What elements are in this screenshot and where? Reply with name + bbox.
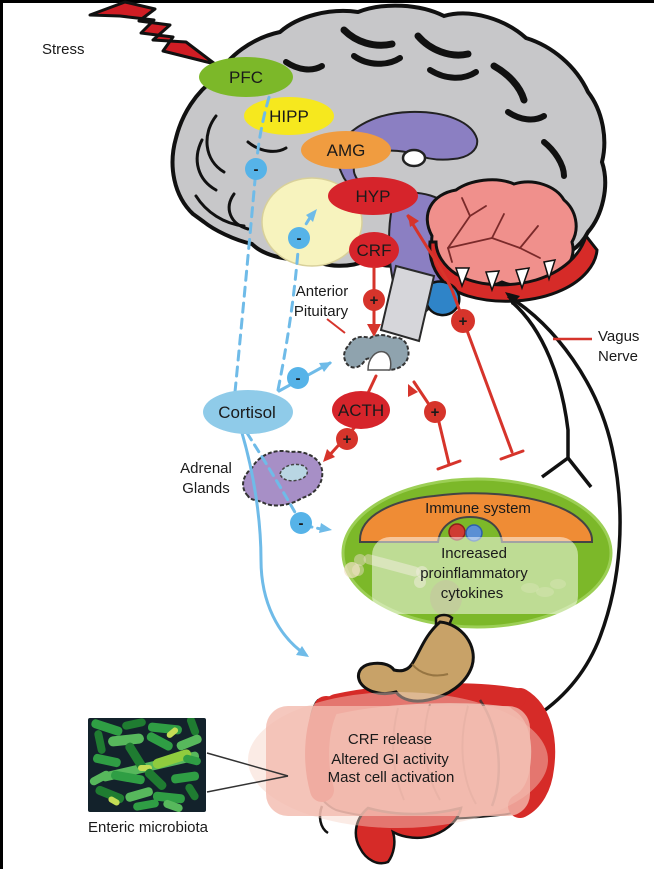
pituitary-group: Anterior Pituitary (294, 283, 410, 371)
arrowhead-feedback-hyp (306, 209, 317, 222)
minus-badge-hyp (288, 227, 310, 249)
node-crf (349, 232, 399, 268)
tbar-cytokines-immune (436, 459, 462, 471)
node-hyp-label: HYP (356, 187, 391, 206)
vagus-branch-curve (510, 300, 570, 458)
microbiota-micrograph (88, 718, 206, 812)
minus-badge-immune (290, 512, 312, 534)
arrowhead-acth-adrenal (323, 449, 335, 462)
plus-sign: + (370, 292, 379, 309)
frame-border-top (0, 0, 654, 3)
adrenal-label-line1: Adrenal (180, 460, 232, 477)
cytokines-line1: Increased (441, 545, 507, 562)
brain-illustration (170, 3, 608, 343)
minus-sign: - (254, 161, 259, 178)
tbar-vagus-immune (499, 449, 525, 461)
minus-sign: - (299, 515, 304, 532)
node-cortisol (203, 390, 293, 434)
vagus-afferent-curve (507, 294, 622, 721)
frame-border-left (0, 0, 3, 869)
vagus-efferent-red-line (406, 214, 514, 454)
arrowhead-vagus-hyp (408, 214, 419, 227)
arrowhead-cortisol-gut (296, 646, 309, 657)
node-amg (301, 131, 391, 169)
plus-badge-vagus (451, 309, 475, 333)
vagus-branch-prong-right (566, 456, 593, 489)
arrow-cytokines-to-pituitary (412, 380, 451, 466)
stress-group: Stress (42, 0, 217, 66)
immune-orange-arch (359, 492, 593, 543)
minus-badge-hipp (245, 158, 267, 180)
plus-badge-crf (363, 289, 385, 311)
plus-badges: + + + + (336, 289, 475, 450)
cortisol-feedback-pathways (233, 92, 332, 657)
stress-label: Stress (42, 41, 85, 58)
minus-sign: - (296, 370, 301, 387)
node-acth-label: ACTH (338, 401, 384, 420)
arrowhead-feedback-pituitary (319, 362, 332, 372)
node-amg-label: AMG (327, 141, 366, 160)
plus-sign: + (431, 404, 440, 421)
minus-badge-pituitary (287, 367, 309, 389)
plus-badge-acth (336, 428, 358, 450)
arrowhead-feedback-immune (319, 523, 332, 533)
adrenal-medulla (279, 463, 309, 482)
vagus-branch-prong-left (540, 456, 570, 479)
feedback-dashed-to-hyp-lower (276, 236, 301, 392)
feedback-dashed-to-hipp-lower (233, 167, 258, 394)
anterior-pituitary-label-line2: Pituitary (294, 303, 349, 320)
adrenal-group: Adrenal Glands (180, 450, 324, 507)
fornix-marker (401, 148, 427, 168)
hpa-red-pathways (323, 214, 525, 471)
red-band-teeth (454, 259, 557, 293)
pituitary-pointer-line (326, 318, 346, 334)
node-pfc-label: PFC (229, 68, 263, 87)
plus-sign: + (459, 313, 468, 330)
node-hipp-label: HIPP (269, 107, 309, 126)
immune-system-group: Immune system Increased proinflammatory … (341, 477, 613, 629)
brain-region-nodes: PFC HIPP AMG HYP CRF (199, 57, 418, 268)
microbiota-label: Enteric microbiota (88, 819, 209, 836)
vagus-label-line2: Nerve (598, 348, 638, 365)
gut-effect-line2: Altered GI activity (331, 751, 449, 768)
enteric-microbiota-group: Enteric microbiota (88, 718, 289, 836)
stomach (356, 620, 475, 703)
adrenal-label-line2: Glands (182, 480, 230, 497)
minus-sign: - (297, 230, 302, 247)
vagus-label-line1: Vagus (598, 328, 639, 345)
cytokines-line3: cytokines (441, 585, 504, 602)
vagus-arrowhead-brain (505, 292, 520, 305)
stomach-fold (411, 663, 449, 677)
node-pfc (199, 57, 293, 97)
minus-badges: - - - - (245, 158, 312, 534)
gut-group: CRF release Altered GI activity Mast cel… (248, 613, 556, 865)
plus-sign: + (343, 431, 352, 448)
plus-badge-cytokines (424, 401, 446, 423)
arrowhead-crf-pituitary (367, 324, 381, 337)
cortisol-to-gut-curve (240, 431, 308, 657)
lightning-bolt-icon (88, 0, 217, 66)
gut-effect-line1: CRF release (348, 731, 432, 748)
microbiota-callout-line-upper (206, 752, 289, 777)
gut-effect-line3: Mast cell activation (328, 769, 455, 786)
immune-title: Immune system (425, 500, 531, 517)
cytokines-overlay (372, 537, 578, 614)
brainstem-red-band (428, 232, 599, 303)
spinal-cord-strip (379, 264, 436, 343)
pituitary-notch (367, 350, 392, 371)
bacteria-rods (89, 718, 202, 812)
node-hyp (328, 177, 418, 215)
gut-overlay (266, 706, 530, 816)
cytokines-line2: proinflammatory (420, 565, 528, 582)
node-crf-label: CRF (357, 241, 392, 260)
cerebellum-arbor-lines (447, 197, 541, 263)
connector-pituitary-acth (366, 374, 378, 395)
microbiota-callout-line-lower (206, 775, 289, 793)
arrowhead-cytokines-pituitary (408, 384, 418, 397)
anterior-pituitary-label-line1: Anterior (296, 283, 349, 300)
node-acth (332, 391, 390, 429)
vagus-legend: Vagus Nerve (553, 328, 639, 365)
node-cortisol-label: Cortisol (218, 403, 276, 422)
